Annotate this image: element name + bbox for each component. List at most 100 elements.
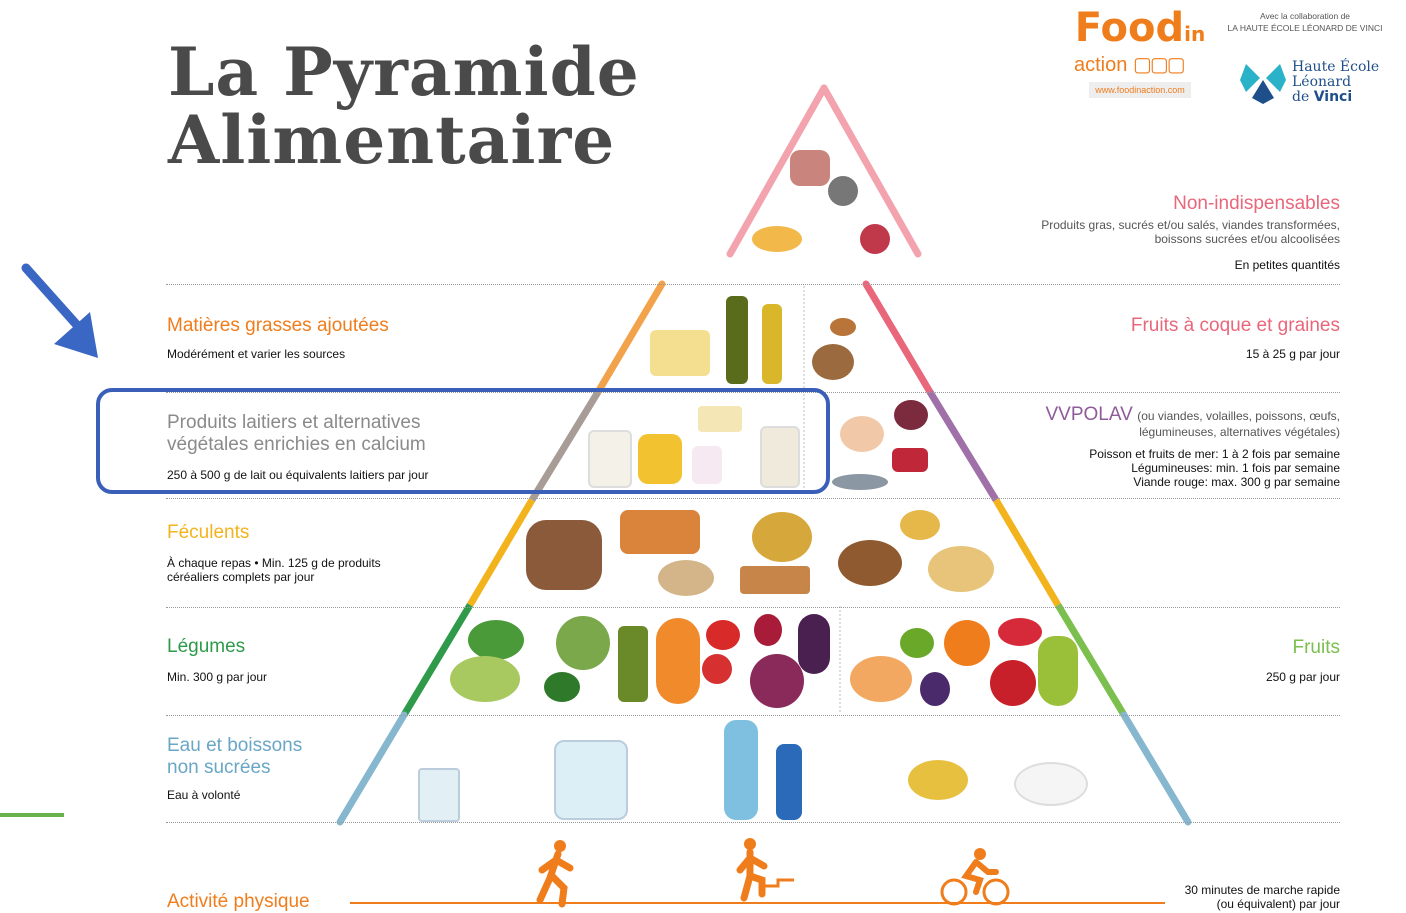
collaboration-text: Avec la collaboration de LA HAUTE ÉCOLE …	[1210, 10, 1400, 34]
broccoli-illustration	[544, 672, 580, 702]
apple-illustration	[990, 660, 1036, 706]
hel-line-1: Haute École	[1292, 59, 1380, 75]
pitcher-illustration	[554, 740, 628, 820]
row-divider	[166, 715, 1340, 716]
hel-emblem-icon	[1240, 64, 1286, 104]
asparagus-illustration	[618, 626, 648, 702]
plant-milk-illustration	[760, 426, 800, 488]
vvpolav-desc-3: Viande rouge: max. 300 g par semaine	[1133, 475, 1340, 489]
milk-glass-illustration	[588, 430, 632, 488]
legumes-desc: Min. 300 g par jour	[167, 670, 268, 684]
logo-in-text: in	[1184, 22, 1206, 46]
tomato-illustration	[702, 654, 732, 684]
vvpolav-title: VVPOLAV	[1045, 404, 1133, 425]
vvpolav-desc-1: Poisson et fruits de mer: 1 à 2 fois par…	[1089, 447, 1340, 461]
vvpolav-sub-2: légumineuses, alternatives végétales)	[1139, 425, 1340, 439]
couscous-illustration	[900, 510, 940, 540]
crackers-illustration	[740, 566, 810, 594]
coffee-cup-illustration	[1014, 762, 1088, 806]
kiwi-illustration	[900, 628, 934, 658]
cheese-illustration	[638, 434, 682, 484]
activite-desc-2: (ou équivalent) par jour	[1216, 897, 1340, 911]
oil-bottle-illustration	[762, 304, 782, 384]
water-glass-illustration	[418, 768, 460, 822]
gourd-illustration	[776, 744, 802, 820]
eau-desc: Eau à volonté	[167, 788, 241, 802]
logo-action-text: action	[1074, 54, 1128, 76]
stairs-climber-icon	[736, 838, 794, 902]
vvpolav-sub-1: (ou viandes, volailles, poissons, œufs,	[1137, 409, 1340, 423]
beet-illustration	[754, 614, 782, 646]
dairy-highlight-box	[96, 388, 830, 494]
collab-line-2: LA HAUTE ÉCOLE LÉONARD DE VINCI	[1227, 23, 1383, 33]
tea-cup-illustration	[908, 760, 968, 800]
cabbage-illustration	[556, 616, 610, 670]
eau-title-1: Eau et boissons	[167, 735, 303, 756]
row-divider	[166, 498, 1340, 499]
non-indispensables-title: Non-indispensables	[1173, 193, 1340, 214]
chips-illustration	[752, 226, 802, 252]
row-divider	[166, 822, 1340, 823]
hel-line-2: Léonard	[1292, 74, 1352, 90]
row-divider	[166, 284, 1340, 285]
pepper-illustration	[706, 620, 740, 650]
hel-line-3b: Vinci	[1313, 89, 1353, 105]
fish-illustration	[832, 474, 888, 490]
rice-bowl-illustration	[928, 546, 994, 592]
yogurt-illustration	[692, 446, 722, 484]
soda-can-illustration	[828, 176, 858, 206]
bread-illustration	[526, 520, 602, 590]
legumes-illustration	[894, 400, 928, 430]
eau-title-2: non sucrées	[167, 757, 271, 778]
logo-url: www.foodinaction.com	[1089, 82, 1191, 98]
title-line-2: Alimentaire	[168, 101, 616, 179]
non-indispensables-desc-2: boissons sucrées et/ou alcoolisées	[1154, 232, 1340, 246]
down-right-arrow-icon	[21, 263, 98, 358]
fruits-coque-title: Fruits à coque et graines	[1130, 315, 1340, 336]
almond-illustration	[830, 318, 856, 336]
legumes-title: Légumes	[167, 636, 246, 657]
vvpolav-desc-2: Légumineuses: min. 1 fois par semaine	[1131, 461, 1340, 475]
non-indispensables-note: En petites quantités	[1234, 258, 1340, 272]
matieres-grasses-desc: Modérément et varier les sources	[167, 347, 346, 361]
chicken-illustration	[840, 416, 884, 452]
fruits-title: Fruits	[1292, 637, 1341, 658]
oats-illustration	[658, 560, 714, 596]
water-bottle-illustration	[724, 720, 758, 820]
non-indispensables-desc-1: Produits gras, sucrés et/ou salés, viand…	[1041, 218, 1340, 232]
strawberries-illustration	[998, 618, 1042, 646]
cereal-bowl-illustration	[838, 540, 902, 586]
pasta-illustration	[620, 510, 700, 554]
title-line-1: La Pyramide	[168, 33, 640, 111]
vvpolav-heading: VVPOLAV (ou viandes, volailles, poissons…	[960, 404, 1340, 426]
fruits-coque-desc: 15 à 25 g par jour	[1245, 347, 1340, 361]
pear-illustration	[1038, 636, 1078, 706]
logo-food-text: Food	[1074, 5, 1185, 51]
sweets-illustration	[790, 150, 830, 186]
collab-line-1: Avec la collaboration de	[1259, 11, 1351, 21]
feculents-desc-2: céréaliers complets par jour	[167, 570, 315, 584]
salami-illustration	[860, 224, 890, 254]
orange-illustration	[944, 620, 990, 666]
butter-illustration	[650, 330, 710, 376]
red-cabbage-illustration	[750, 654, 804, 708]
green-accent-bar	[0, 813, 64, 817]
activite-title: Activité physique	[167, 891, 310, 912]
lettuce-illustration	[468, 620, 524, 660]
row-divider	[166, 607, 1340, 608]
butternut-illustration	[656, 618, 700, 704]
red-meat-illustration	[892, 448, 928, 472]
eggplant-illustration	[798, 614, 830, 674]
page-title: La Pyramide Alimentaire	[168, 38, 640, 174]
cyclist-icon	[940, 848, 1010, 906]
olive-oil-bottle-illustration	[726, 296, 748, 384]
soup-illustration	[450, 656, 520, 702]
produits-laitiers-title-2: végétales enrichies en calcium	[167, 434, 426, 455]
row-divider	[166, 392, 1340, 393]
foodinaction-logo: Foodin action ▢▢▢ www.foodinaction.com	[1070, 8, 1210, 98]
feculents-desc-1: À chaque repas • Min. 125 g de produits	[167, 556, 381, 570]
potatoes-illustration	[752, 512, 812, 562]
produits-laitiers-title-1: Produits laitiers et alternatives	[167, 412, 421, 433]
haute-ecole-logo: Haute École Léonard de Vinci	[1238, 58, 1398, 111]
